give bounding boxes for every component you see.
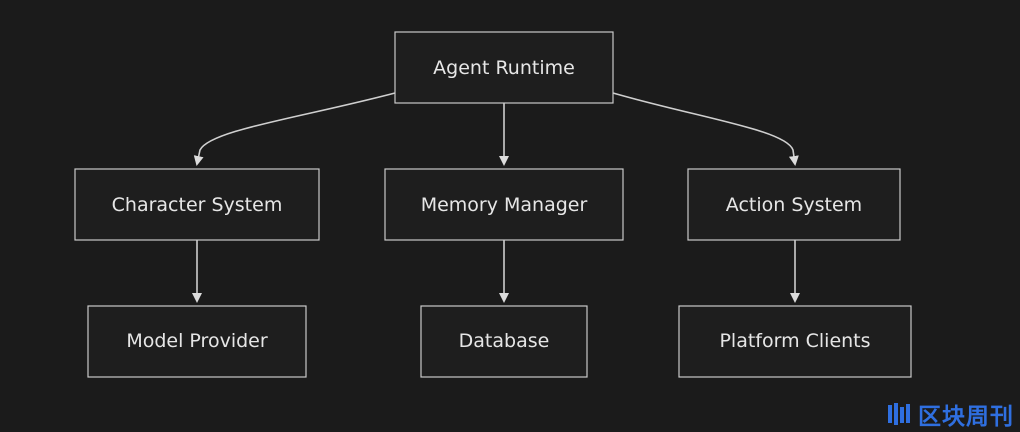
- node-platform-clients-label: Platform Clients: [719, 330, 870, 352]
- node-action-system[interactable]: Action System: [687, 168, 901, 241]
- watermark: 区块周刊: [886, 399, 1014, 430]
- node-character-system[interactable]: Character System: [74, 168, 320, 241]
- node-memory-manager[interactable]: Memory Manager: [384, 168, 624, 241]
- node-agent-runtime-label: Agent Runtime: [433, 57, 575, 79]
- node-model-provider-label: Model Provider: [126, 330, 268, 352]
- node-agent-runtime[interactable]: Agent Runtime: [394, 31, 614, 104]
- logo-icon: [888, 403, 910, 425]
- node-memory-manager-label: Memory Manager: [421, 194, 588, 216]
- node-platform-clients[interactable]: Platform Clients: [678, 305, 912, 378]
- node-database-label: Database: [459, 330, 550, 352]
- edge-runtime-to-character: [193, 92, 396, 166]
- node-character-system-label: Character System: [112, 194, 283, 216]
- watermark-text: 区块周刊: [918, 404, 1014, 430]
- node-action-system-label: Action System: [726, 194, 862, 216]
- edge-runtime-to-action: [612, 92, 799, 166]
- node-model-provider[interactable]: Model Provider: [87, 305, 307, 378]
- node-database[interactable]: Database: [420, 305, 588, 378]
